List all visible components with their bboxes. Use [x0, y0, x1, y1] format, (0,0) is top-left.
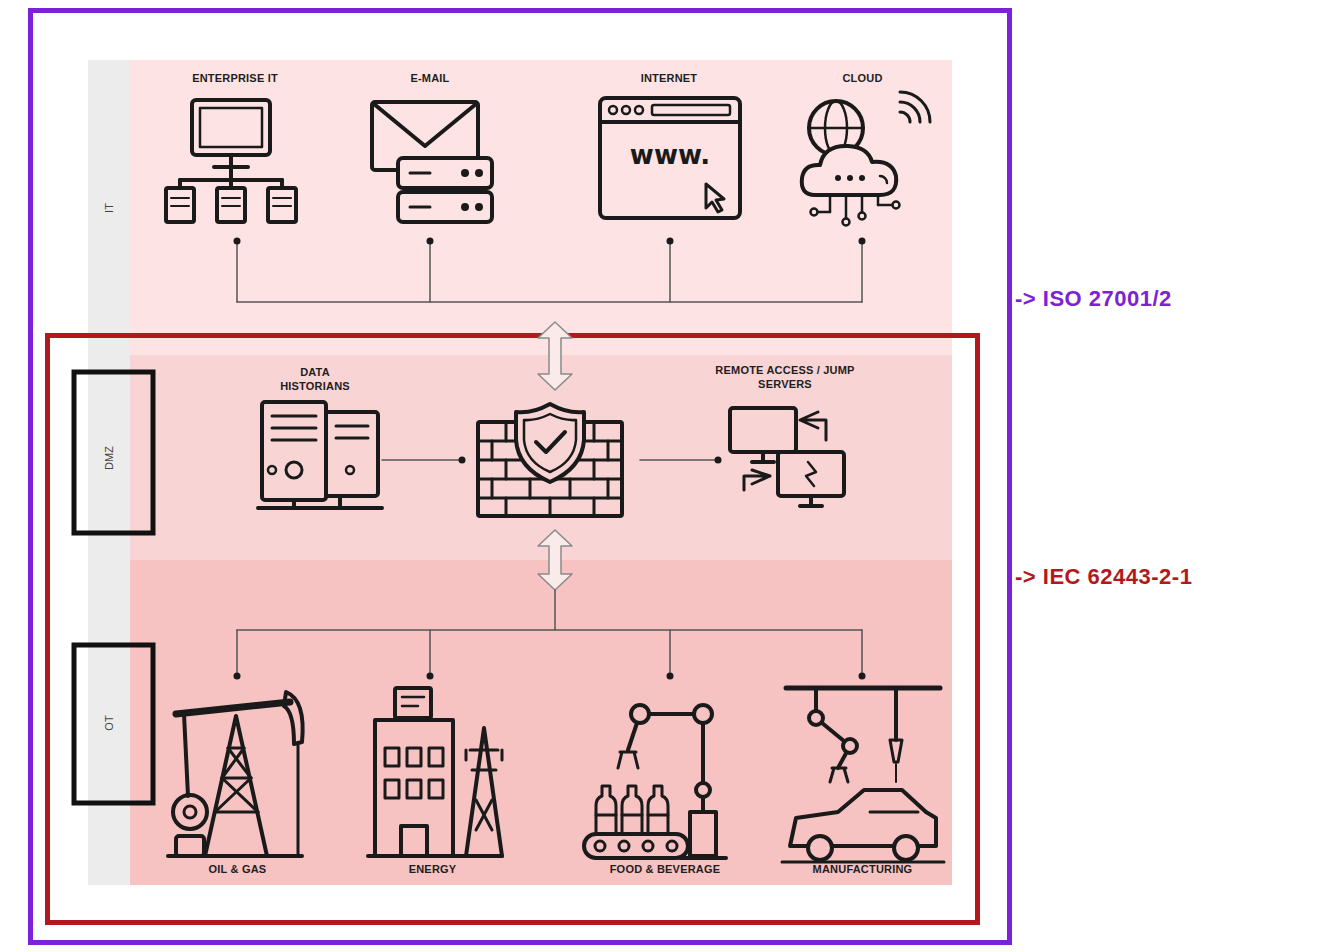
icon-tile: MANUFACTURING: [780, 680, 945, 880]
zone-name: DMZ: [103, 446, 115, 470]
asset-label: E-MAIL: [410, 72, 449, 86]
icon-tile: REMOTE ACCESS / JUMP SERVERS: [710, 364, 860, 514]
standard-heading: -> ISO 27001/2: [1015, 286, 1172, 312]
asset-label: REMOTE ACCESS / JUMP SERVERS: [715, 364, 855, 392]
asset-label: FOOD & BEVERAGE: [610, 863, 721, 877]
asset-label: OIL & GAS: [209, 863, 267, 877]
asset-label: CLOUD: [842, 72, 882, 86]
label-strip: OT: [88, 560, 130, 885]
zone-band: OIL & GAS ENERGY FOOD & BEVERAGE MANUFACTUR…: [88, 560, 952, 885]
icon-tile: OIL & GAS: [160, 680, 315, 880]
asset-label: MANUFACTURING: [813, 863, 913, 877]
icon-tile: CLOUD: [795, 72, 930, 232]
zone-band: DATA HISTORIANS REMOTE ACCESS / JUMP SERV…: [88, 355, 952, 560]
standard-heading: -> IEC 62443-2-1: [1015, 564, 1192, 590]
zone-name: OT: [103, 715, 115, 730]
icon-tile: ENERGY: [360, 680, 505, 880]
icon-tile: ENTERPRISE IT: [160, 72, 310, 232]
asset-label: DATA HISTORIANS: [270, 366, 360, 394]
label-strip: IT: [88, 60, 130, 355]
asset-label: INTERNET: [641, 72, 698, 86]
standard-frame: ENTERPRISE IT E-MAIL INTERNET CLOUD IT DATA H…: [28, 8, 1012, 945]
asset-label: ENTERPRISE IT: [192, 72, 278, 86]
label-strip: DMZ: [88, 355, 130, 560]
standard-frame: DATA HISTORIANS REMOTE ACCESS / JUMP SERV…: [45, 333, 980, 925]
zone-band: ENTERPRISE IT E-MAIL INTERNET CLOUD IT: [88, 60, 952, 355]
url-text: www.: [618, 140, 722, 170]
asset-label: ENERGY: [409, 863, 457, 877]
zone-name: IT: [103, 203, 115, 213]
icon-tile: DATA HISTORIANS: [250, 366, 380, 516]
icon-tile: E-MAIL: [360, 72, 500, 232]
icon-tile: FOOD & BEVERAGE: [570, 680, 760, 880]
